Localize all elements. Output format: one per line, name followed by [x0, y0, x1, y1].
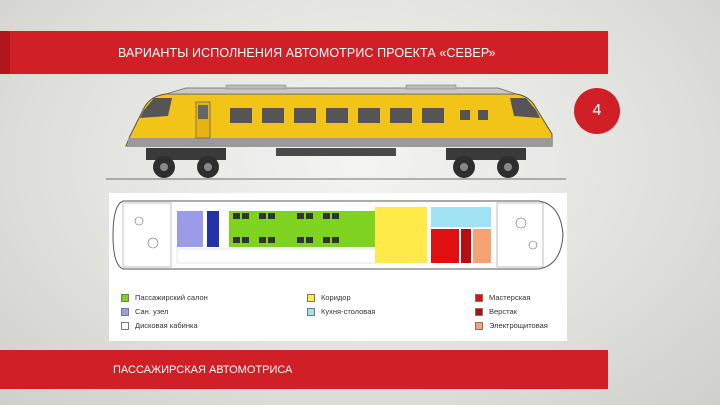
slide-number: 4 [592, 102, 602, 119]
floor-plan-panel: Пассажирский салон Сан. узел Дисковая ка… [109, 193, 567, 341]
legend-swatch [121, 307, 129, 316]
legend: Пассажирский салон Сан. узел Дисковая ка… [109, 291, 567, 336]
slide-title: ВАРИАНТЫ ИСПОЛНЕНИЯ АВТОМОТРИС ПРОЕКТА «… [118, 45, 496, 60]
legend-item: Дисковая кабинка [121, 321, 198, 330]
legend-label: Коридор [321, 293, 351, 302]
floor-plan [112, 200, 564, 270]
legend-label: Кухня-столовая [321, 307, 376, 316]
legend-item: Пассажирский салон [121, 293, 208, 302]
title-bar: ВАРИАНТЫ ИСПОЛНЕНИЯ АВТОМОТРИС ПРОЕКТА «… [0, 31, 608, 74]
legend-item: Мастерская [475, 293, 530, 302]
legend-item: Верстак [475, 307, 517, 316]
legend-swatch [475, 293, 483, 302]
legend-item: Кухня-столовая [307, 307, 375, 316]
legend-swatch [307, 293, 315, 302]
legend-label: Сан. узел [135, 307, 169, 316]
legend-label: Верстак [489, 307, 517, 316]
legend-item: Сан. узел [121, 307, 168, 316]
legend-swatch [475, 307, 483, 316]
legend-label: Мастерская [489, 293, 531, 302]
caption-bar: ПАССАЖИРСКАЯ АВТОМОТРИСА [0, 350, 608, 389]
legend-label: Электрощитовая [489, 321, 548, 330]
legend-item: Электрощитовая [475, 321, 548, 330]
legend-swatch [121, 293, 129, 302]
caption: ПАССАЖИРСКАЯ АВТОМОТРИСА [113, 363, 293, 376]
legend-swatch [307, 307, 315, 316]
legend-swatch [121, 321, 129, 330]
legend-label: Пассажирский салон [135, 293, 208, 302]
legend-swatch [475, 321, 483, 330]
legend-label: Дисковая кабинка [135, 321, 198, 330]
slide-number-badge: 4 [574, 88, 620, 134]
railcar-side-view [106, 84, 566, 180]
legend-item: Коридор [307, 293, 351, 302]
